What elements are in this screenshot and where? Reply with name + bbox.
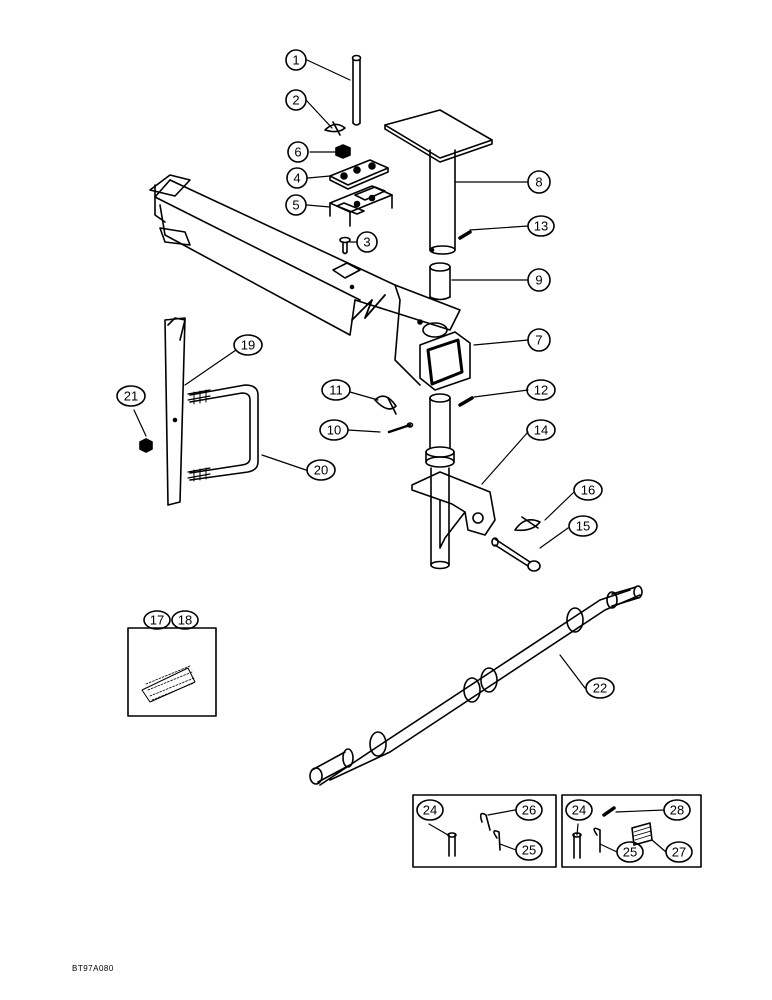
callout-27-box2: 27 [665, 841, 693, 863]
callout-19: 19 [233, 334, 263, 356]
main-tube-part [149, 174, 471, 391]
callout-26-box1: 26 [515, 799, 543, 821]
svg-text:2: 2 [292, 93, 299, 108]
callout-24-box1: 24 [416, 799, 444, 821]
callout-24-box2: 24 [565, 799, 593, 821]
callout-14: 14 [526, 419, 556, 441]
svg-text:20: 20 [314, 463, 328, 478]
callout-11: 11 [321, 379, 351, 401]
callout-16: 16 [573, 479, 603, 501]
svg-text:24: 24 [572, 803, 586, 818]
svg-text:25: 25 [623, 845, 637, 860]
svg-text:27: 27 [672, 845, 686, 860]
pin-part [351, 54, 362, 126]
callout-3: 3 [356, 231, 378, 253]
svg-text:4: 4 [293, 171, 300, 186]
roll-pin-part [458, 396, 474, 407]
svg-text:6: 6 [294, 145, 301, 160]
callout-10: 10 [319, 419, 349, 441]
u-bolt-part [187, 384, 259, 482]
callout-13: 13 [527, 215, 555, 237]
callout-22: 22 [585, 677, 615, 699]
svg-text:5: 5 [292, 198, 299, 213]
callout-6: 6 [287, 141, 309, 163]
callout-7: 7 [527, 328, 551, 352]
callout-9: 9 [527, 268, 551, 292]
svg-text:3: 3 [363, 235, 370, 250]
svg-text:28: 28 [670, 803, 684, 818]
svg-text:1: 1 [292, 53, 299, 68]
nut-part [335, 144, 351, 159]
stand-part [384, 109, 493, 255]
figure-reference: BT97A080 [72, 964, 114, 973]
callout-2: 2 [285, 89, 307, 111]
callout-18: 18 [171, 610, 199, 630]
hardware-box-1 [412, 794, 557, 868]
svg-text:14: 14 [534, 423, 548, 438]
roll-pin-part [458, 230, 472, 240]
bolt-part [339, 236, 351, 255]
svg-text:17: 17 [150, 613, 164, 628]
svg-text:12: 12 [534, 383, 548, 398]
clip-part [324, 121, 346, 136]
svg-text:25: 25 [522, 843, 536, 858]
callout-21: 21 [116, 385, 146, 407]
clip-part [374, 395, 397, 415]
svg-text:18: 18 [178, 613, 192, 628]
svg-text:21: 21 [124, 389, 138, 404]
leader-lines [133, 59, 667, 853]
axle-part [309, 585, 643, 786]
pin-part [491, 537, 541, 572]
callout-1: 1 [285, 49, 307, 71]
callout-28-box2: 28 [663, 799, 691, 821]
clip-part [514, 516, 541, 532]
plate-part [329, 159, 389, 190]
sleeve-part [429, 262, 451, 301]
callout-15: 15 [568, 515, 598, 537]
svg-text:15: 15 [576, 519, 590, 534]
svg-text:10: 10 [327, 423, 341, 438]
callout-8: 8 [527, 170, 551, 194]
callout-17: 17 [143, 610, 171, 630]
svg-text:19: 19 [241, 338, 255, 353]
svg-text:16: 16 [581, 483, 595, 498]
decal-part [127, 627, 217, 717]
bracket-part [329, 185, 393, 227]
svg-text:7: 7 [535, 333, 542, 348]
nut-part [139, 438, 153, 453]
callout-5: 5 [285, 194, 307, 216]
svg-text:8: 8 [535, 175, 542, 190]
svg-text:26: 26 [522, 803, 536, 818]
svg-text:11: 11 [329, 383, 343, 398]
callout-25-box2: 25 [616, 841, 644, 863]
callout-20: 20 [306, 459, 336, 481]
callout-25-box1: 25 [515, 839, 543, 861]
svg-text:22: 22 [593, 681, 607, 696]
callout-12: 12 [526, 379, 556, 401]
svg-text:13: 13 [534, 219, 548, 234]
spindle-part [411, 393, 496, 570]
svg-text:24: 24 [423, 803, 437, 818]
svg-text:9: 9 [535, 273, 542, 288]
strap-part [164, 317, 186, 506]
pin-part [387, 422, 414, 434]
callout-4: 4 [286, 167, 308, 189]
